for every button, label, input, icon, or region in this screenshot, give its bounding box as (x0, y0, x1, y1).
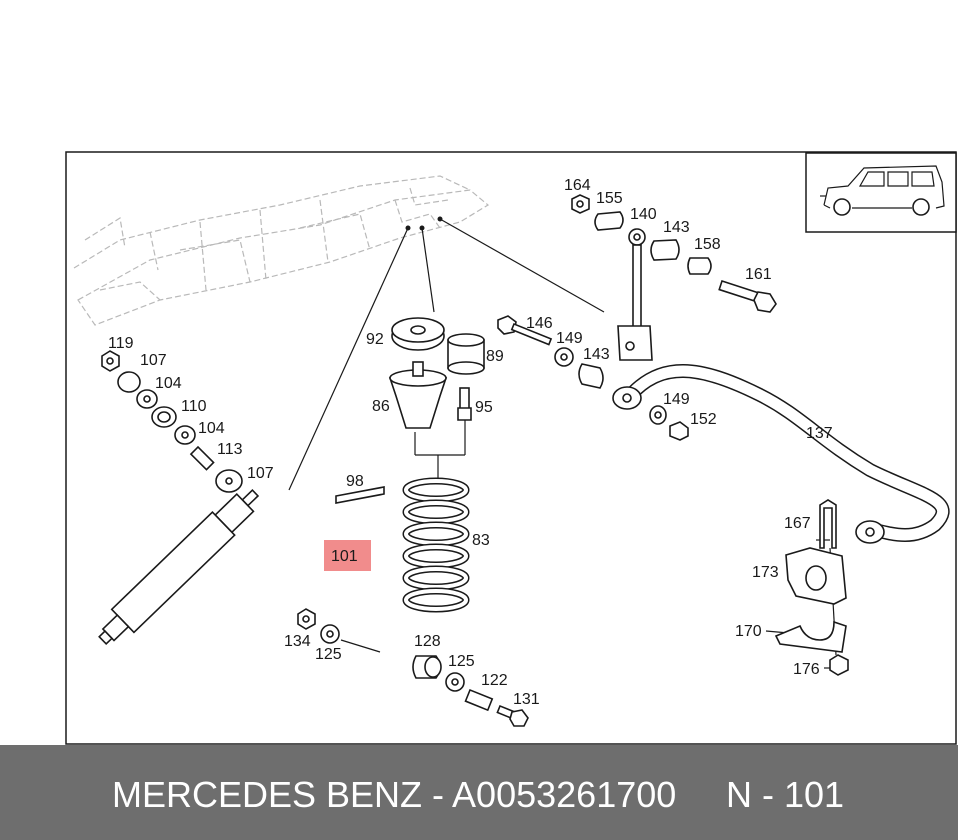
label-143-lower: 143 (583, 346, 610, 363)
label-140: 140 (630, 206, 657, 223)
label-173: 173 (752, 564, 779, 581)
label-149-lower: 149 (663, 391, 690, 408)
label-131: 131 (513, 691, 540, 708)
label-122: 122 (481, 672, 508, 689)
label-158: 158 (694, 236, 721, 253)
label-176: 176 (793, 661, 820, 678)
label-155: 155 (596, 190, 623, 207)
diagram-border (65, 151, 957, 745)
label-104-lower: 104 (198, 420, 225, 437)
footer-bar (0, 745, 958, 840)
highlight-part-101 (324, 540, 371, 571)
shock-absorber (98, 489, 260, 646)
label-125-left: 125 (315, 646, 342, 663)
label-113: 113 (217, 441, 243, 458)
label-98: 98 (346, 473, 364, 490)
label-125-right: 125 (448, 653, 475, 670)
label-107-upper: 107 (140, 352, 167, 369)
label-137: 137 (806, 425, 833, 442)
label-146: 146 (526, 315, 553, 332)
leader-lines (288, 216, 837, 669)
label-152: 152 (690, 411, 717, 428)
bolt-and-bushings (497, 315, 689, 441)
label-161: 161 (745, 266, 772, 283)
label-134: 134 (284, 633, 311, 650)
label-92: 92 (366, 331, 384, 348)
label-143-upper: 143 (663, 219, 690, 236)
label-167: 167 (784, 515, 811, 532)
label-110: 110 (181, 398, 207, 415)
footer-reference-number: N - 101 (726, 774, 845, 815)
shock-bottom-mount-parts (297, 608, 529, 727)
part-labels: 164 155 140 143 158 161 146 149 143 92 8… (108, 177, 833, 708)
label-128: 128 (414, 633, 441, 650)
label-104-upper: 104 (155, 375, 182, 392)
label-95: 95 (475, 399, 493, 416)
spring-pads (388, 317, 485, 429)
shock-top-mount-parts (101, 350, 243, 493)
coil-spring (335, 477, 470, 613)
label-164: 164 (564, 177, 591, 194)
label-170: 170 (735, 623, 762, 640)
label-86: 86 (372, 398, 390, 415)
stabilizer-bar (612, 364, 950, 544)
label-101: 101 (331, 548, 358, 565)
label-89: 89 (486, 348, 504, 365)
label-149-upper: 149 (556, 330, 583, 347)
stabilizer-link-assembly (571, 194, 777, 361)
vehicle-thumbnail-icon (805, 152, 957, 233)
chassis-frame-icon (73, 175, 490, 326)
clamp-parts (774, 499, 849, 676)
label-107-lower: 107 (247, 465, 274, 482)
footer-brand-part-number: MERCEDES BENZ - A0053261700 (112, 774, 677, 815)
label-83: 83 (472, 532, 490, 549)
label-119: 119 (108, 335, 134, 352)
